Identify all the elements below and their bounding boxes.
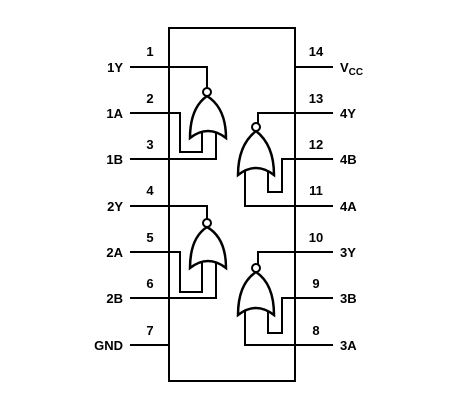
wire-2a <box>169 251 203 293</box>
pin-name: 3B <box>340 291 357 306</box>
pin-number: 7 <box>146 323 153 338</box>
pin-number: 14 <box>309 44 324 59</box>
pin-number: 13 <box>309 91 323 106</box>
wire-4b <box>267 158 295 193</box>
pin-name-vcc: VCC <box>340 60 363 78</box>
nor-gate-1-bubble <box>202 87 212 97</box>
pin-name: 4Y <box>340 106 356 121</box>
nor-gate-1 <box>188 94 228 141</box>
pin-name: 2A <box>106 245 123 260</box>
pin-number: 4 <box>146 183 154 198</box>
wire-1y <box>169 66 208 89</box>
nor-gate-2 <box>188 225 228 271</box>
pin-name-vcc-subscript: CC <box>349 67 363 78</box>
pin-number: 10 <box>309 230 323 245</box>
pin-number: 1 <box>146 44 153 59</box>
wire-3y <box>257 251 295 265</box>
nor-gate-4-bubble <box>251 122 261 132</box>
wire-2y <box>169 205 208 220</box>
pin-number: 2 <box>146 91 153 106</box>
pin-name: 4B <box>340 152 357 167</box>
pin-name: 2Y <box>107 199 123 214</box>
pin-name: GND <box>94 338 123 353</box>
wire-4a <box>244 170 295 207</box>
pin-name: 1B <box>106 152 123 167</box>
wire-3b <box>267 297 295 334</box>
pin-number: 8 <box>312 323 319 338</box>
wire-1b <box>169 132 217 160</box>
ic-package-body <box>168 27 296 382</box>
nor-gate-2-bubble <box>202 218 212 228</box>
wire-1a <box>169 112 203 153</box>
pin-name: 2B <box>106 291 123 306</box>
pin-name: 1A <box>106 106 123 121</box>
pin-name: 3Y <box>340 245 356 260</box>
pin-number: 12 <box>309 137 323 152</box>
wire-2b <box>169 263 217 299</box>
pin-number: 3 <box>146 137 153 152</box>
pin-name: 3A <box>340 338 357 353</box>
pin-number: 11 <box>309 183 323 198</box>
pin-name: 4A <box>340 199 357 214</box>
pin-number: 5 <box>146 230 153 245</box>
pin-number: 6 <box>146 276 153 291</box>
pin-name: 1Y <box>107 60 123 75</box>
wire-3a <box>244 310 295 346</box>
nor-gate-4 <box>236 129 276 178</box>
nor-gate-3-bubble <box>251 263 261 273</box>
wire-4y <box>257 112 295 124</box>
nor-gate-3 <box>236 270 276 318</box>
pin-number: 9 <box>312 276 319 291</box>
